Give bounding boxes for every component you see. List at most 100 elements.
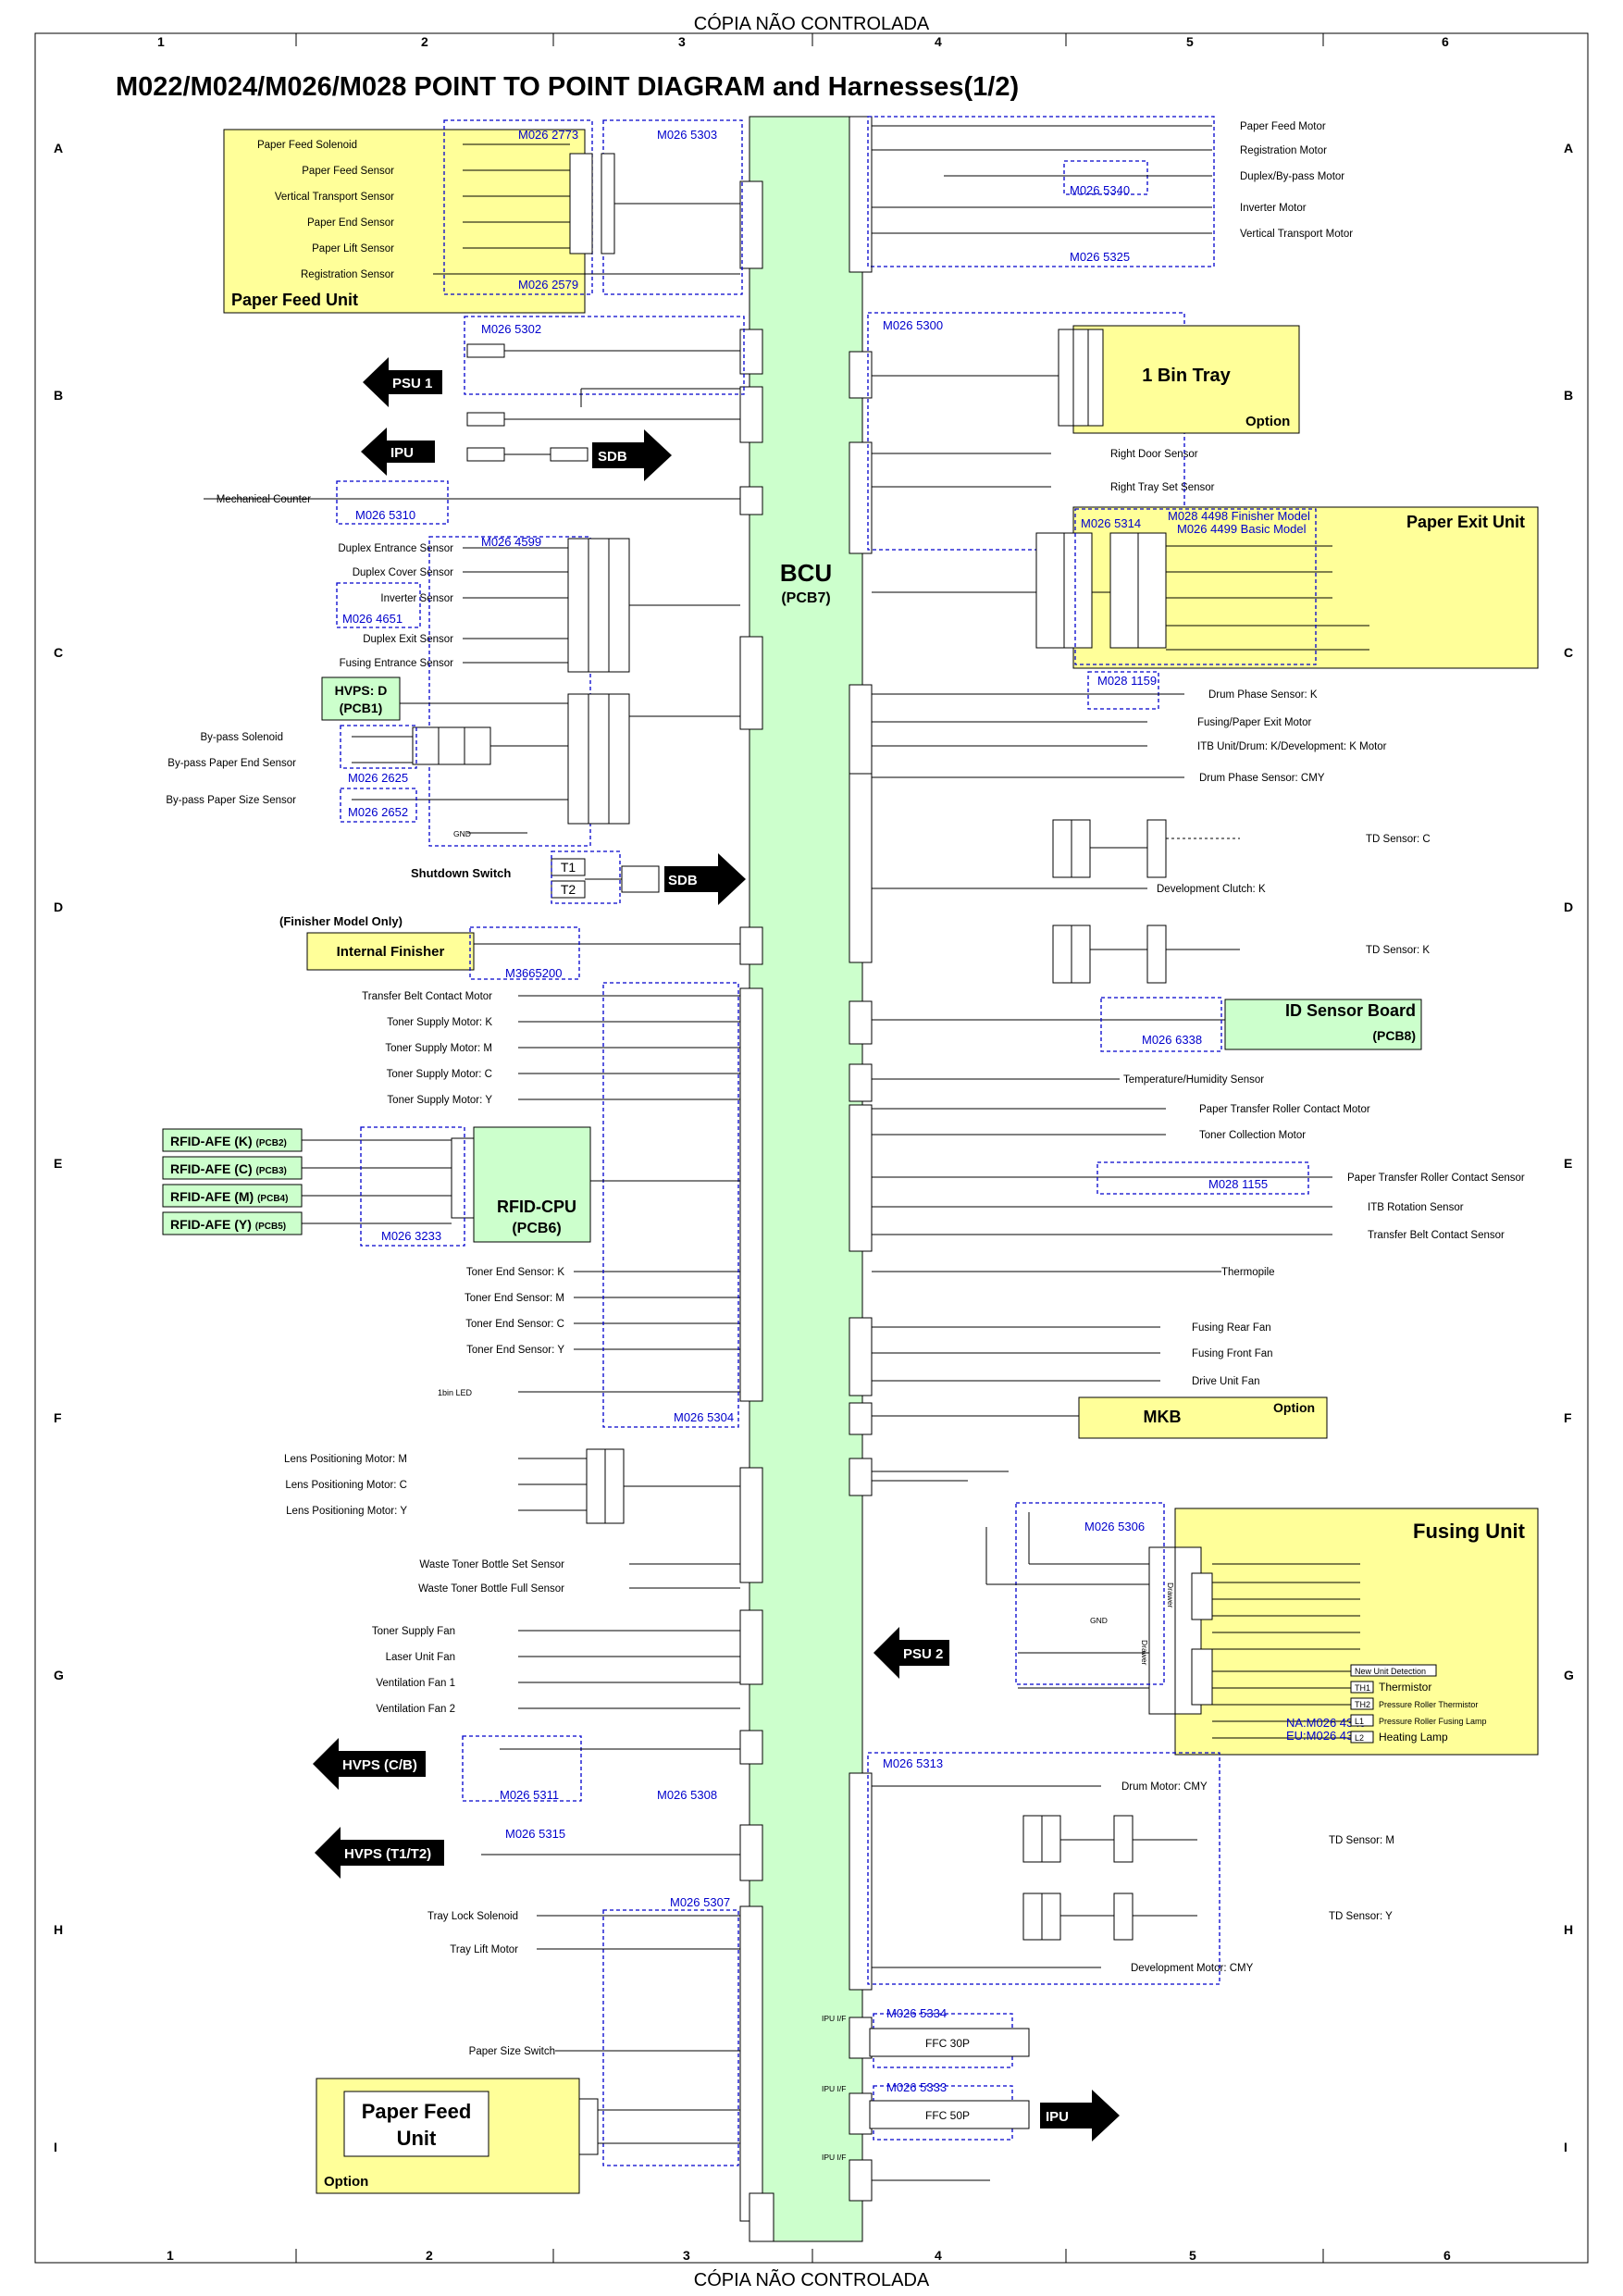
harness-5314: M026 5314	[1081, 516, 1141, 530]
harness-5334: M026 5334	[886, 2006, 947, 2020]
left-label: Tray Lift Motor	[450, 1944, 518, 1955]
harness-5300: M026 5300	[883, 318, 943, 332]
bin-option-label: Option	[1245, 414, 1290, 429]
shutdown-switch: Shutdown Switch T1 T2	[411, 850, 660, 904]
header-stamp: CÓPIA NÃO CONTROLADA	[694, 12, 930, 34]
ipu2-label: IPU	[1046, 2109, 1069, 2125]
rfid-k: RFID-AFE (K) (PCB2)	[170, 1134, 287, 1148]
bin-tray-label: 1 Bin Tray	[1142, 366, 1231, 386]
rfid-group: RFID-AFE (K) (PCB2) RFID-AFE (C) (PCB3) …	[162, 1126, 740, 1243]
drawer-label-2: Drawer	[1166, 1582, 1175, 1608]
gnd-label: GND	[453, 829, 471, 838]
hvps-cb-arrow: HVPS (C/B)	[313, 1738, 426, 1790]
row-b: B	[54, 388, 63, 403]
harness-3233: M026 3233	[381, 1229, 441, 1243]
fusing-item: Pressure Roller Fusing Lamp	[1379, 1717, 1487, 1726]
right-label: Drum Motor: CMY	[1121, 1781, 1208, 1793]
ffc30-label: FFC 30P	[925, 2037, 970, 2050]
left-label: Toner End Sensor: Y	[466, 1345, 564, 1356]
rfid-cpu-label: RFID-CPU	[497, 1198, 576, 1216]
left-label: Toner End Sensor: C	[465, 1319, 564, 1330]
row-h-right: H	[1564, 1922, 1573, 1937]
fusing-item: Thermistor	[1379, 1681, 1431, 1694]
motor-wiring-left	[518, 995, 740, 1393]
harness-5315: M026 5315	[505, 1827, 565, 1841]
left-label: Toner Supply Motor: C	[387, 1069, 492, 1080]
row-d-right: D	[1564, 900, 1573, 914]
hvps-d-block: HVPS: D (PCB1)	[321, 676, 568, 721]
psu2-arrow: PSU 2	[873, 1627, 949, 1679]
left-label: Lens Positioning Motor: C	[285, 1480, 407, 1491]
row-f-right: F	[1564, 1410, 1572, 1425]
harness-5314-outline	[1074, 508, 1317, 665]
left-label: Toner Supply Fan	[372, 1626, 455, 1637]
right-label: Development Motor: CMY	[1131, 1963, 1254, 1974]
fusing-unit-label: Fusing Unit	[1413, 1520, 1526, 1543]
left-label: Ventilation Fan 1	[376, 1678, 455, 1689]
hvps-t-arrow: HVPS (T1/T2)	[315, 1827, 444, 1879]
harness-5310-outline	[336, 480, 449, 525]
col-6-bottom: 6	[1443, 2248, 1451, 2263]
psu1-label: PSU 1	[392, 376, 432, 391]
psu1-arrow: PSU 1	[363, 357, 442, 407]
paper-feed-unit2-label: Paper Feed	[362, 2100, 472, 2123]
fusing-unit-block: Fusing Unit	[1148, 1508, 1539, 1756]
left-label: Paper Size Switch	[469, 2046, 555, 2057]
harness-5303-outline	[602, 119, 743, 295]
shutdown-label: Shutdown Switch	[411, 866, 511, 880]
ipu-if-1: IPU I/F	[822, 2014, 846, 2023]
motor-wiring-top-right	[871, 125, 1212, 268]
harness-5325-outline	[867, 116, 1215, 267]
right-label: Registration Motor	[1240, 145, 1327, 156]
sdb-label: SDB	[598, 449, 627, 465]
fusing-tag: L2	[1355, 1733, 1364, 1743]
harness-5302: M026 5302	[481, 322, 541, 336]
col-1: 1	[157, 34, 165, 49]
ffc50-label: FFC 50P	[925, 2109, 970, 2122]
harness-2652-outline	[340, 788, 417, 823]
ipu-if-3: IPU I/F	[822, 2153, 846, 2162]
harness-4599: M026 4599	[481, 535, 541, 549]
hvps-d-label: HVPS: D	[335, 683, 388, 698]
duplex-wiring	[352, 538, 740, 834]
harness-5306-outline	[1015, 1502, 1165, 1685]
ipu-if-2: IPU I/F	[822, 2084, 846, 2093]
harness-5303: M026 5303	[657, 128, 717, 142]
bin-tray-block: 1 Bin Tray Option	[872, 325, 1300, 434]
harness-4651-outline	[336, 582, 421, 628]
sdb-arrow: SDB	[592, 429, 672, 481]
right-label: TD Sensor: M	[1329, 1835, 1394, 1846]
right-label: Duplex/By-pass Motor	[1240, 171, 1344, 182]
right-label: Inverter Motor	[1240, 203, 1307, 214]
row-b-right: B	[1564, 388, 1573, 403]
left-label: Toner End Sensor: M	[465, 1293, 564, 1304]
fusing-item-box	[1350, 1714, 1374, 1727]
internal-finisher-label: Internal Finisher	[337, 944, 445, 960]
rfid-c: RFID-AFE (C) (PCB3)	[170, 1161, 287, 1176]
left-label: Paper Feed Sensor	[302, 166, 394, 177]
left-label: By-pass Paper End Sensor	[167, 758, 296, 769]
left-label: Waste Toner Bottle Set Sensor	[419, 1559, 564, 1570]
paper-feed-unit-block: Paper Feed Unit	[223, 129, 586, 314]
harness-2625-outline	[340, 725, 417, 769]
lens-waste-fan-wiring	[518, 1448, 740, 1709]
harness-na: NA:M026 4349	[1286, 1716, 1367, 1730]
right-label: Paper Feed Motor	[1240, 121, 1326, 132]
mkb-block: MKB Option	[1078, 1396, 1328, 1439]
row-c: C	[54, 645, 63, 660]
col-5-bottom: 5	[1189, 2248, 1196, 2263]
harness-5311: M026 5311	[500, 1788, 559, 1802]
harness-5333: M026 5333	[886, 2080, 947, 2094]
row-a: A	[54, 141, 63, 155]
left-label: Vertical Transport Sensor	[275, 192, 394, 203]
harness-2625: M026 2625	[348, 771, 408, 785]
fusing-tag: TH1	[1355, 1683, 1370, 1693]
col-6: 6	[1442, 34, 1449, 49]
harness-5313: M026 5313	[883, 1756, 943, 1770]
harness-5304: M026 5304	[674, 1410, 734, 1424]
rfid-y: RFID-AFE (Y) (PCB5)	[170, 1217, 286, 1232]
left-label: Laser Unit Fan	[386, 1652, 455, 1663]
pcb8-label: (PCB8)	[1372, 1028, 1416, 1043]
